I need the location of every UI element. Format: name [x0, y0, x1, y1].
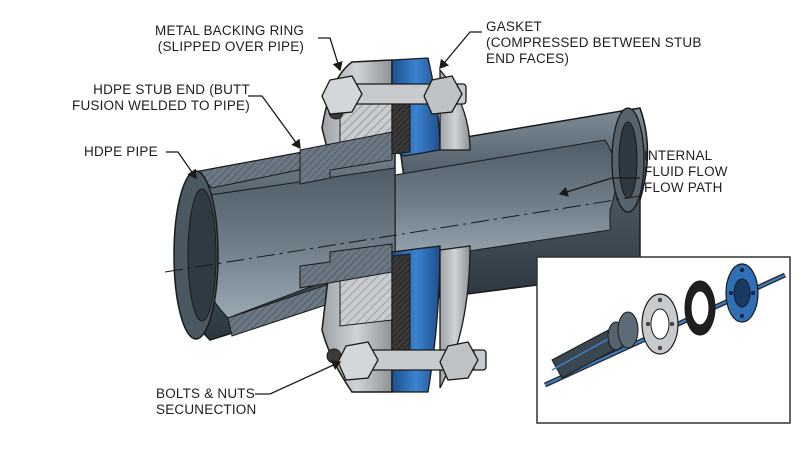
bolt-top	[321, 75, 467, 115]
nut-icon	[423, 75, 463, 115]
stub-end	[299, 131, 393, 289]
label-line: INTERNAL	[644, 148, 713, 163]
leader-lines	[166, 31, 640, 395]
label-bolts: BOLTS & NUTS SECUNECTION	[156, 386, 256, 418]
label-line: METAL BACKING RING	[155, 23, 305, 38]
label-line: FLOW PATH	[644, 180, 723, 195]
label-line: HDPE STUB END (BUTT	[93, 82, 250, 97]
label-line: HDPE PIPE	[84, 144, 158, 159]
label-line: SECUNECTION	[156, 402, 257, 417]
nut-icon	[321, 75, 363, 115]
label-flow-path: INTERNAL FLUID FLOW FLOW PATH	[644, 148, 728, 196]
label-line: BOLTS & NUTS	[156, 386, 255, 401]
label-hdpe-pipe: HDPE PIPE	[84, 144, 158, 160]
nut-icon	[439, 341, 479, 381]
label-line: GASKET	[486, 19, 542, 34]
exploded-view-inset	[536, 256, 791, 424]
centerline	[164, 195, 641, 273]
label-line: END FACES)	[486, 51, 570, 66]
label-gasket: GASKET (COMPRESSED BETWEEN STUB END FACE…	[486, 19, 702, 67]
label-line: FUSION WELDED TO PIPE)	[72, 98, 250, 113]
label-backing-ring: METAL BACKING RING (SLIPPED OVER PIPE)	[155, 23, 304, 55]
label-line: FLUID FLOW	[644, 164, 728, 179]
label-line: (COMPRESSED BETWEEN STUB	[486, 35, 702, 50]
label-line: (SLIPPED OVER PIPE)	[157, 39, 305, 54]
label-stub-end: HDPE STUB END (BUTT FUSION WELDED TO PIP…	[72, 82, 250, 114]
